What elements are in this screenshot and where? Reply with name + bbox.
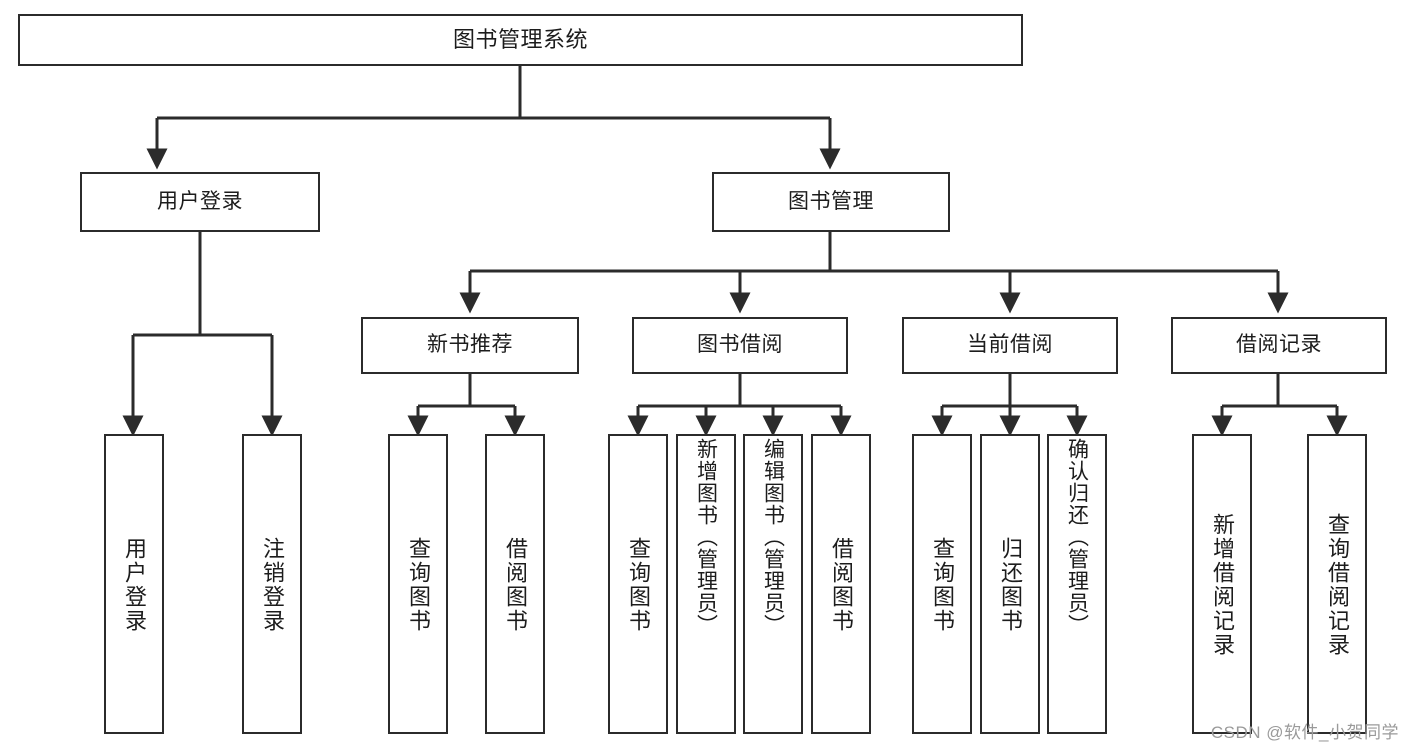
node-label: 用户登录: [122, 537, 147, 633]
leaf-user-login[interactable]: 用户登录: [104, 434, 164, 734]
node-label: 查询图书: [406, 537, 431, 633]
node-new-book-recommend[interactable]: 新书推荐: [361, 317, 579, 374]
node-label: 注销登录: [260, 537, 285, 633]
node-label: 图书管理系统: [452, 27, 588, 53]
node-label: 图书管理: [788, 189, 874, 213]
node-root-book-management-system[interactable]: 图书管理系统: [18, 14, 1023, 66]
leaf-borrow-book[interactable]: 借阅图书: [811, 434, 871, 734]
node-label: 归还图书: [998, 537, 1023, 633]
node-label: 确认归还（管理员）: [1065, 438, 1089, 636]
node-label: 借阅图书: [829, 537, 854, 633]
node-label: 当前借阅: [967, 333, 1053, 357]
node-label: 图书借阅: [697, 333, 783, 357]
node-book-borrow[interactable]: 图书借阅: [632, 317, 848, 374]
leaf-return-book[interactable]: 归还图书: [980, 434, 1040, 734]
node-user-login[interactable]: 用户登录: [80, 172, 320, 232]
leaf-query-book-borrow[interactable]: 查询图书: [608, 434, 668, 734]
node-current-borrow[interactable]: 当前借阅: [902, 317, 1118, 374]
leaf-add-borrow-record[interactable]: 新增借阅记录: [1192, 434, 1252, 734]
node-label: 查询图书: [930, 537, 955, 633]
node-borrow-record[interactable]: 借阅记录: [1171, 317, 1387, 374]
node-label: 借阅图书: [503, 537, 528, 633]
watermark-text: CSDN @软件_小贺同学: [1210, 723, 1399, 742]
leaf-query-book-current[interactable]: 查询图书: [912, 434, 972, 734]
leaf-confirm-return-admin[interactable]: 确认归还（管理员）: [1047, 434, 1107, 734]
leaf-query-borrow-record[interactable]: 查询借阅记录: [1307, 434, 1367, 734]
leaf-add-book-admin[interactable]: 新增图书（管理员）: [676, 434, 736, 734]
leaf-logout[interactable]: 注销登录: [242, 434, 302, 734]
leaf-query-book-recommend[interactable]: 查询图书: [388, 434, 448, 734]
node-label: 用户登录: [157, 189, 243, 213]
node-label: 新书推荐: [427, 333, 513, 357]
leaf-borrow-book-recommend[interactable]: 借阅图书: [485, 434, 545, 734]
leaf-edit-book-admin[interactable]: 编辑图书（管理员）: [743, 434, 803, 734]
node-label: 编辑图书（管理员）: [761, 438, 785, 636]
node-book-management[interactable]: 图书管理: [712, 172, 950, 232]
node-label: 查询图书: [626, 537, 651, 633]
node-label: 借阅记录: [1236, 333, 1322, 357]
node-label: 新增图书（管理员）: [694, 438, 718, 636]
node-label: 新增借阅记录: [1210, 513, 1235, 657]
node-label: 查询借阅记录: [1325, 513, 1350, 657]
